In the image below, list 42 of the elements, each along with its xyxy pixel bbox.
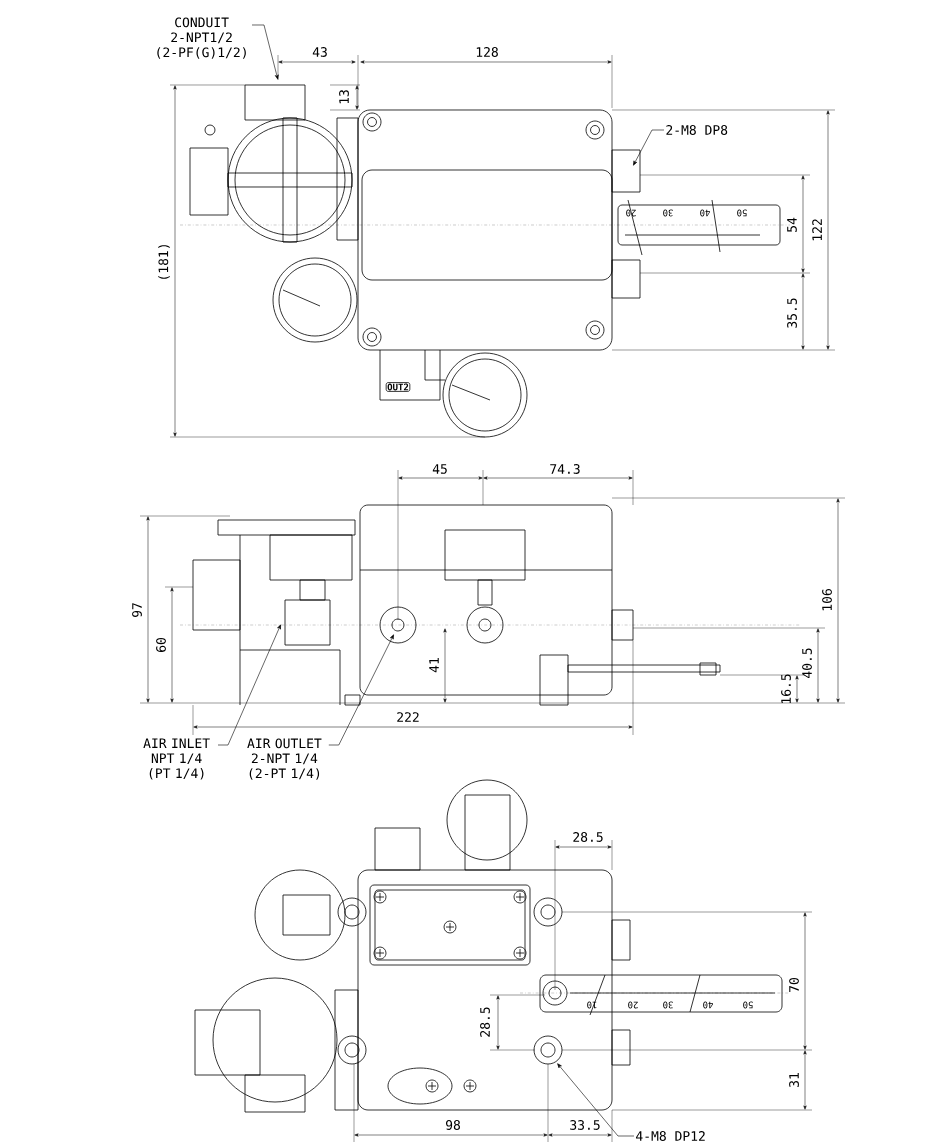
dimension-text: 41 <box>429 658 439 673</box>
dimension-text: 35.5 <box>787 298 797 328</box>
leader-line <box>328 634 394 746</box>
scale-number: 40 <box>703 1001 713 1009</box>
scale-number: 20 <box>628 1001 638 1009</box>
dimension-text: 28.5 <box>573 832 603 842</box>
dimension-text: 97 <box>132 603 142 618</box>
scale-number: 40 <box>700 209 710 217</box>
dimension-text: 54 <box>787 217 797 232</box>
leader-line <box>217 624 281 746</box>
dimension-text: 222 <box>397 712 419 722</box>
callout-text: 4-M8 DP12 <box>636 1131 705 1141</box>
scale-number: 50 <box>743 1001 753 1009</box>
dimension-text: 31 <box>789 1073 799 1087</box>
callout-text: AIR OUTLET 2-NPT 1/4 (2-PT 1/4) <box>247 738 322 780</box>
dimension-text: 98 <box>446 1120 460 1130</box>
callout-text: 2-M8 DP8 <box>666 125 728 135</box>
dimension-text: 106 <box>822 589 832 611</box>
dimension-text: 13 <box>339 90 349 104</box>
leader-line <box>251 24 279 80</box>
scale-number: 30 <box>663 209 673 217</box>
dimension-text: 45 <box>432 464 447 474</box>
dimension-text: 70 <box>789 978 799 992</box>
dimension-text: 60 <box>156 638 166 652</box>
port-label: OUT2 <box>385 382 411 392</box>
dimension-text: (181) <box>158 245 170 279</box>
leader-line <box>633 129 665 166</box>
dimension-text: 43 <box>312 47 327 57</box>
callout-text: CONDUIT 2-NPT1/2 (2-PF(G)1/2) <box>157 17 246 59</box>
scale-number: 10 <box>587 1001 597 1009</box>
dimension-text: 128 <box>476 47 498 57</box>
dimension-text: 28.5 <box>480 1007 490 1037</box>
scale-number: 30 <box>663 1001 673 1009</box>
dimension-text: 74.3 <box>550 464 580 474</box>
scale-number: 50 <box>737 209 747 217</box>
dimension-text: 40.5 <box>802 648 812 678</box>
dimension-text: 122 <box>812 219 822 241</box>
dimension-text: 16.5 <box>781 674 791 704</box>
dimension-text: 33.5 <box>570 1120 600 1130</box>
callout-text: AIR INLET NPT 1/4 (PT 1/4) <box>143 738 210 780</box>
scale-number: 20 <box>626 209 636 217</box>
leader-line <box>557 1063 635 1137</box>
